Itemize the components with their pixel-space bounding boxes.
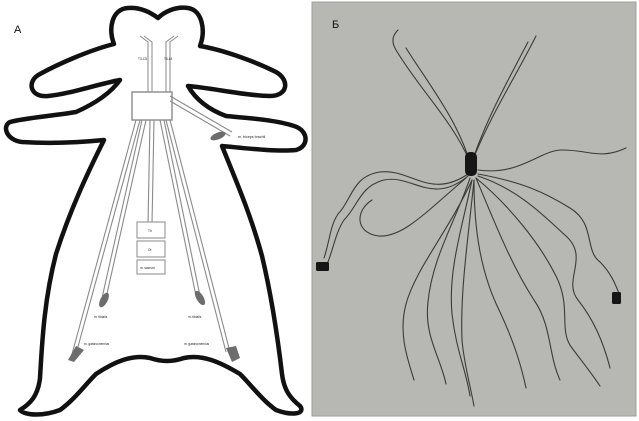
label-t6-l4: T6-L4 — [164, 57, 173, 61]
electrode-tibialis-left — [97, 291, 111, 309]
panel-a-letter: А — [14, 24, 22, 36]
photo-connector-left — [316, 262, 329, 271]
electrode-triceps — [209, 130, 226, 142]
animal-outline — [6, 8, 306, 415]
label-t3-c5: T3-C5 — [138, 57, 147, 61]
electrode-gastro-right — [226, 346, 240, 362]
hub-box — [132, 92, 172, 120]
box-th-label: Th — [148, 229, 152, 233]
label-tibialis-left: m. tibialis — [94, 315, 108, 319]
label-gastro-left: m. gastrocnemius — [84, 342, 110, 346]
top-connectors — [140, 36, 178, 92]
electrode-gastro-left — [68, 346, 84, 362]
photo-connector-right — [612, 292, 621, 304]
label-tibialis-right: m. tibialis — [188, 315, 202, 319]
photo-background — [312, 2, 636, 416]
box-ot-label: Ot — [148, 248, 151, 252]
panel-b: Б — [312, 2, 636, 416]
panel-b-letter: Б — [332, 19, 339, 31]
photo-hub — [465, 152, 477, 176]
label-gastro-right: m. gastrocnemius — [184, 342, 210, 346]
label-triceps: m. triceps brachii — [238, 135, 265, 139]
box-sacrum-label: m. sacrum — [140, 266, 155, 270]
panel-a: А T3-C5 T6-L4 — [6, 8, 306, 415]
